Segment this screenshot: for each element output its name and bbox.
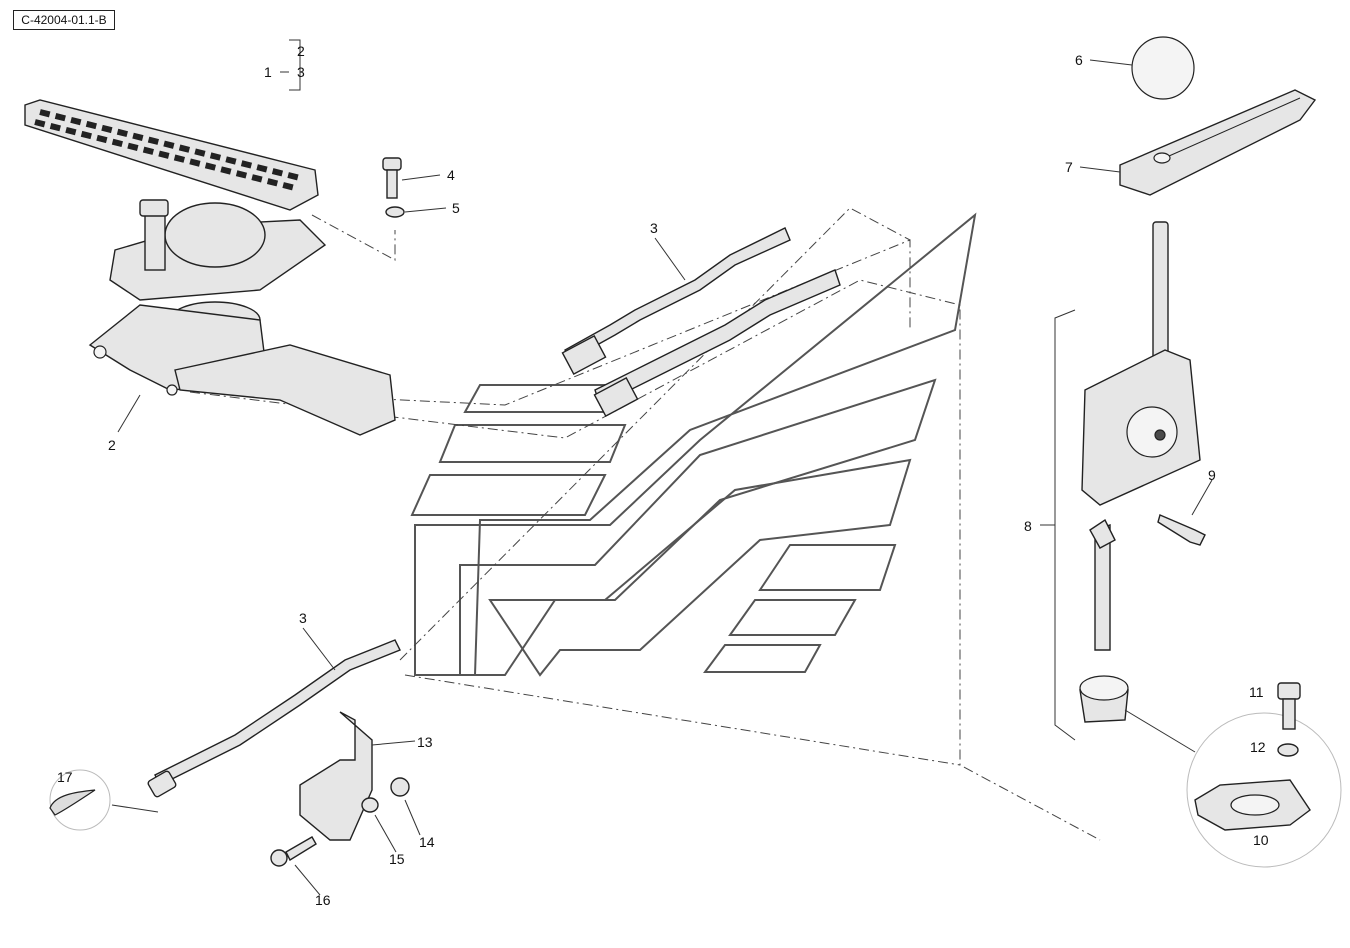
diagram-id-label: C-42004-01.1-B (13, 10, 115, 30)
callout-7: 7 (1065, 159, 1073, 175)
pedal-tread (34, 109, 301, 191)
lever-assembly-8 (1081, 221, 1201, 651)
assembly-lines (189, 207, 1101, 841)
group-bracket-8 (1054, 309, 1076, 741)
gaiter-7 (1119, 89, 1317, 196)
knob-6 (1131, 36, 1195, 100)
callout-12: 12 (1250, 739, 1266, 755)
callout-1: 1 (264, 64, 272, 80)
detail-10-12 (1186, 682, 1342, 868)
callout-8: 8 (1024, 518, 1032, 534)
bolt-4 (382, 157, 402, 199)
washer-5 (385, 206, 405, 218)
callout-14: 14 (419, 834, 435, 850)
cable-3-lower (147, 639, 401, 798)
callout-16: 16 (315, 892, 331, 908)
callout-10: 10 (1253, 832, 1269, 848)
callout-2: 2 (108, 437, 116, 453)
grommet (1079, 675, 1129, 723)
callout-4: 4 (447, 167, 455, 183)
callout-3-group: 3 (297, 64, 305, 80)
callout-9: 9 (1208, 467, 1216, 483)
bracket-13 (299, 711, 373, 841)
callout-labels: 1 2 3 2 3 3 4 5 6 7 8 9 10 11 12 13 14 1… (57, 43, 1269, 908)
nut-14 (390, 777, 410, 797)
callout-6: 6 (1075, 52, 1083, 68)
callout-3-lower: 3 (299, 610, 307, 626)
callout-13: 13 (417, 734, 433, 750)
pedal-assembly (24, 99, 396, 436)
washer-15 (361, 797, 379, 813)
clip-17 (49, 769, 111, 831)
callout-11: 11 (1249, 684, 1264, 700)
callout-5: 5 (452, 200, 460, 216)
callout-15: 15 (389, 851, 405, 867)
bolt-16 (270, 836, 317, 867)
bolt-9 (1157, 514, 1206, 546)
callout-2-group: 2 (297, 43, 305, 59)
leader-lines (111, 39, 1213, 896)
callout-3-upper: 3 (650, 220, 658, 236)
cable-3-upper (561, 227, 841, 417)
callout-17: 17 (57, 769, 73, 785)
